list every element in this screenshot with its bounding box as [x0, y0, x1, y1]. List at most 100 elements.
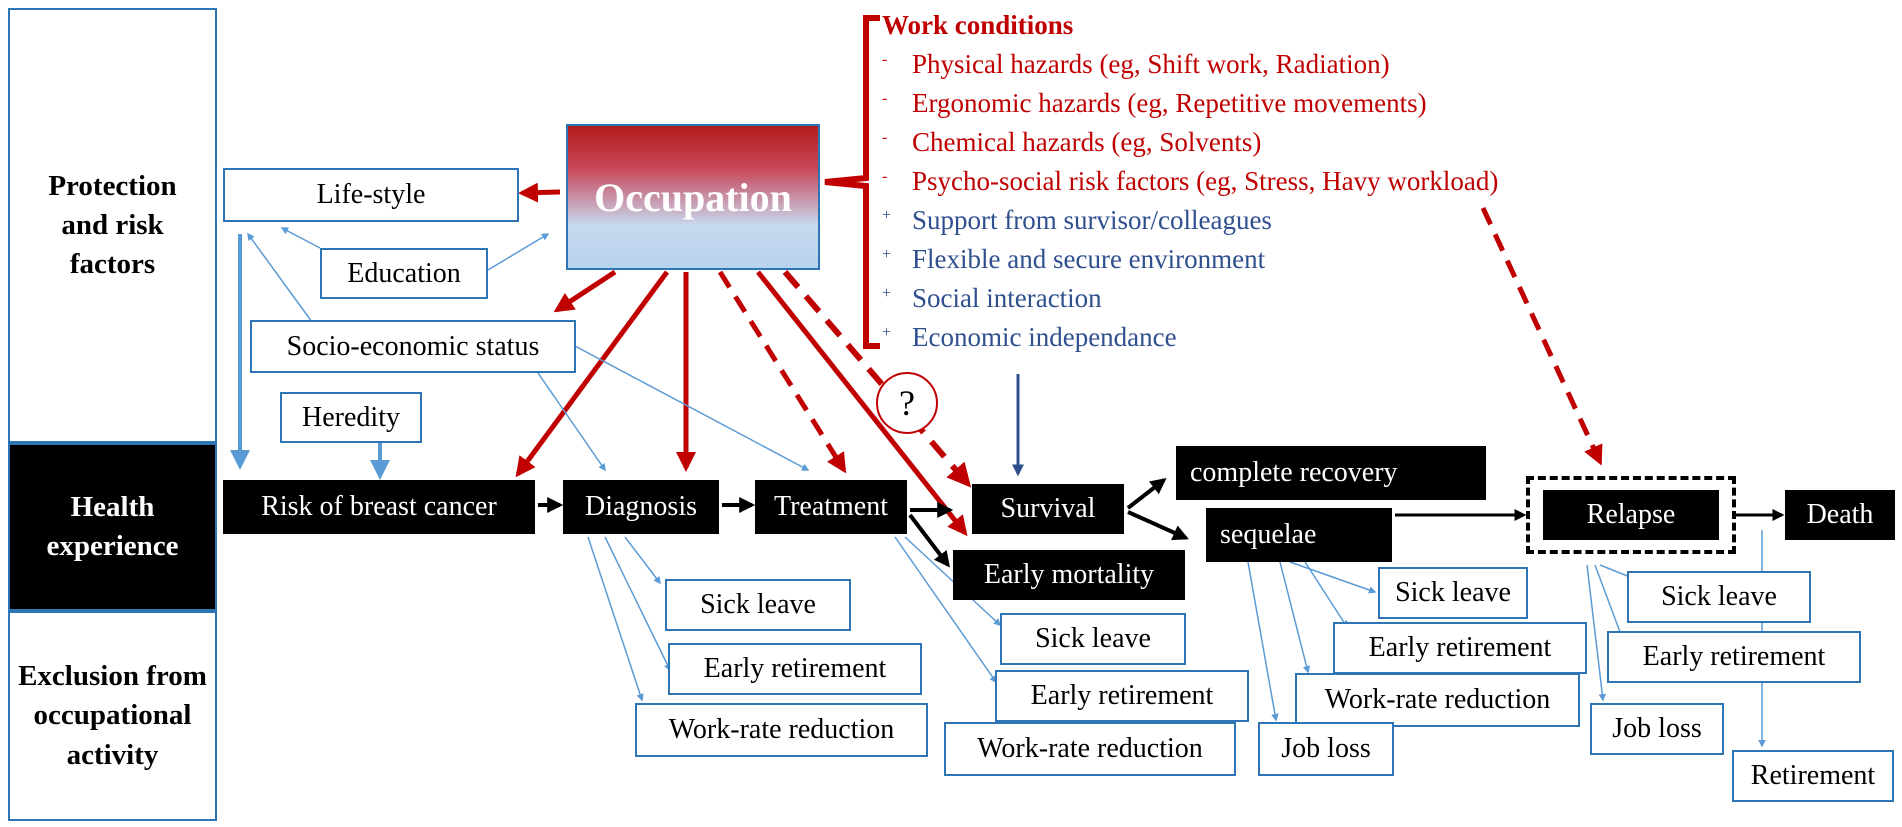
lifestyle-box: Life-style	[223, 168, 519, 222]
work-condition-negative: - Ergonomic hazards (eg, Repetitive movem…	[882, 84, 1642, 123]
outcome-label: Early retirement	[1030, 680, 1214, 711]
lane-health-experience: Health experience	[8, 443, 217, 611]
stage-label: complete recovery	[1190, 457, 1398, 488]
minus-sign: -	[882, 129, 888, 146]
work-condition-negative: - Chemical hazards (eg, Solvents)	[882, 123, 1642, 162]
condition-text: Social interaction	[912, 283, 1102, 313]
work-condition-positive: + Social interaction	[882, 279, 1642, 318]
stage-label: Relapse	[1586, 499, 1676, 530]
stage-label: Diagnosis	[585, 491, 697, 522]
plus-sign: +	[882, 285, 892, 302]
work-condition-negative: - Psycho-social risk factors (eg, Stress,…	[882, 162, 1642, 201]
question-mark: ?	[899, 383, 915, 423]
lane-label: Health experience	[46, 490, 179, 562]
lane-label: Exclusion from occupational activity	[18, 660, 207, 771]
work-condition-positive: + Economic independance	[882, 318, 1642, 357]
treatment-box: Treatment	[755, 480, 907, 534]
outcome-early-retirement: Early retirement	[668, 643, 922, 695]
outcome-work-rate-reduction: Work-rate reduction	[635, 703, 928, 757]
outcome-work-rate-reduction: Work-rate reduction	[1295, 673, 1580, 727]
lane-label: Protection and risk factors	[48, 169, 177, 281]
outcome-label: Work-rate reduction	[668, 714, 895, 745]
arrow-occupation-survival	[782, 270, 972, 488]
outcome-label: Retirement	[1750, 760, 1876, 791]
death-box: Death	[1785, 490, 1895, 540]
outcome-label: Sick leave	[1661, 581, 1777, 612]
condition-text: Economic independance	[912, 322, 1177, 352]
condition-text: Physical hazards (eg, Shift work, Radiat…	[912, 49, 1390, 79]
outcome-early-retirement: Early retirement	[1333, 622, 1587, 674]
outcome-retirement: Retirement	[1732, 750, 1894, 802]
outcome-label: Early retirement	[1642, 641, 1826, 672]
outcome-job-loss: Job loss	[1258, 722, 1394, 776]
stage-label: sequelae	[1220, 519, 1317, 550]
occupation-box: Occupation	[566, 124, 820, 270]
minus-sign: -	[882, 90, 888, 107]
outcome-early-retirement: Early retirement	[995, 670, 1249, 722]
arrow-occupation-lifestyle	[518, 182, 561, 203]
relapse-box: Relapse	[1543, 490, 1719, 540]
minus-sign: -	[882, 168, 888, 185]
outcome-label: Job loss	[1281, 733, 1371, 764]
condition-text: Ergonomic hazards (eg, Repetitive moveme…	[912, 88, 1427, 118]
heredity-box: Heredity	[280, 392, 422, 443]
risk-breast-cancer-box: Risk of breast cancer	[223, 480, 535, 534]
condition-text: Psycho-social risk factors (eg, Stress, …	[912, 166, 1499, 196]
work-conditions-list: Work conditions - Physical hazards (eg, S…	[882, 6, 1642, 357]
arrow-occupation-treatment	[717, 270, 847, 474]
early-mortality-box: Early mortality	[953, 550, 1185, 600]
work-condition-positive: + Support from survisor/colleagues	[882, 201, 1642, 240]
diagnosis-box: Diagnosis	[563, 480, 719, 534]
outcome-sick-leave: Sick leave	[1378, 567, 1528, 619]
outcome-label: Sick leave	[1395, 577, 1511, 608]
outcome-job-loss: Job loss	[1590, 703, 1724, 755]
condition-text: Flexible and secure environment	[912, 244, 1266, 274]
education-box: Education	[320, 248, 488, 299]
lane-exclusion-occupational: Exclusion from occupational activity	[8, 611, 217, 821]
condition-text: Support from survisor/colleagues	[912, 205, 1272, 235]
question-mark-circle: ?	[876, 372, 938, 434]
arrow-occupation-early-mortality	[756, 270, 968, 537]
heredity-label: Heredity	[302, 401, 400, 433]
education-label: Education	[347, 257, 461, 289]
outcome-sick-leave: Sick leave	[1627, 571, 1811, 623]
relapse-dashed-frame	[1526, 476, 1736, 554]
outcome-label: Work-rate reduction	[1324, 684, 1551, 715]
plus-sign: +	[882, 324, 892, 341]
outcome-sick-leave: Sick leave	[1000, 613, 1186, 665]
socio-economic-status-box: Socio-economic status	[250, 320, 576, 373]
outcome-label: Sick leave	[1035, 623, 1151, 654]
arrow-occupation-ses	[553, 269, 617, 313]
work-condition-positive: + Flexible and secure environment	[882, 240, 1642, 279]
outcome-early-retirement: Early retirement	[1607, 631, 1861, 683]
complete-recovery-box: complete recovery	[1176, 446, 1486, 500]
survival-box: Survival	[972, 484, 1124, 534]
outcome-label: Early retirement	[1368, 632, 1552, 663]
sequelae-box: sequelae	[1206, 508, 1392, 562]
stage-label: Death	[1806, 499, 1874, 530]
outcome-label: Job loss	[1612, 713, 1702, 744]
arrow-psychosocial-relapse	[1480, 206, 1603, 466]
ses-label: Socio-economic status	[286, 330, 540, 362]
stage-label: Early mortality	[983, 559, 1155, 590]
outcome-work-rate-reduction: Work-rate reduction	[944, 722, 1236, 776]
outcome-label: Sick leave	[700, 589, 816, 620]
plus-sign: +	[882, 246, 892, 263]
occupation-label: Occupation	[594, 174, 792, 220]
plus-sign: +	[882, 207, 892, 224]
stage-label: Risk of breast cancer	[261, 491, 497, 522]
outcome-sick-leave: Sick leave	[665, 579, 851, 631]
work-condition-negative: - Physical hazards (eg, Shift work, Radia…	[882, 45, 1642, 84]
work-conditions-brace	[824, 15, 880, 349]
outcome-label: Early retirement	[703, 653, 887, 684]
stage-label: Treatment	[773, 491, 889, 522]
arrow-occupation-risk	[515, 270, 670, 478]
lifestyle-label: Life-style	[316, 179, 426, 210]
stage-label: Survival	[1000, 493, 1096, 524]
condition-text: Chemical hazards (eg, Solvents)	[912, 127, 1262, 157]
minus-sign: -	[882, 51, 888, 68]
work-conditions-title: Work conditions	[882, 10, 1074, 40]
lane-protection-risk-factors: Protection and risk factors	[8, 8, 217, 443]
outcome-label: Work-rate reduction	[977, 733, 1203, 764]
